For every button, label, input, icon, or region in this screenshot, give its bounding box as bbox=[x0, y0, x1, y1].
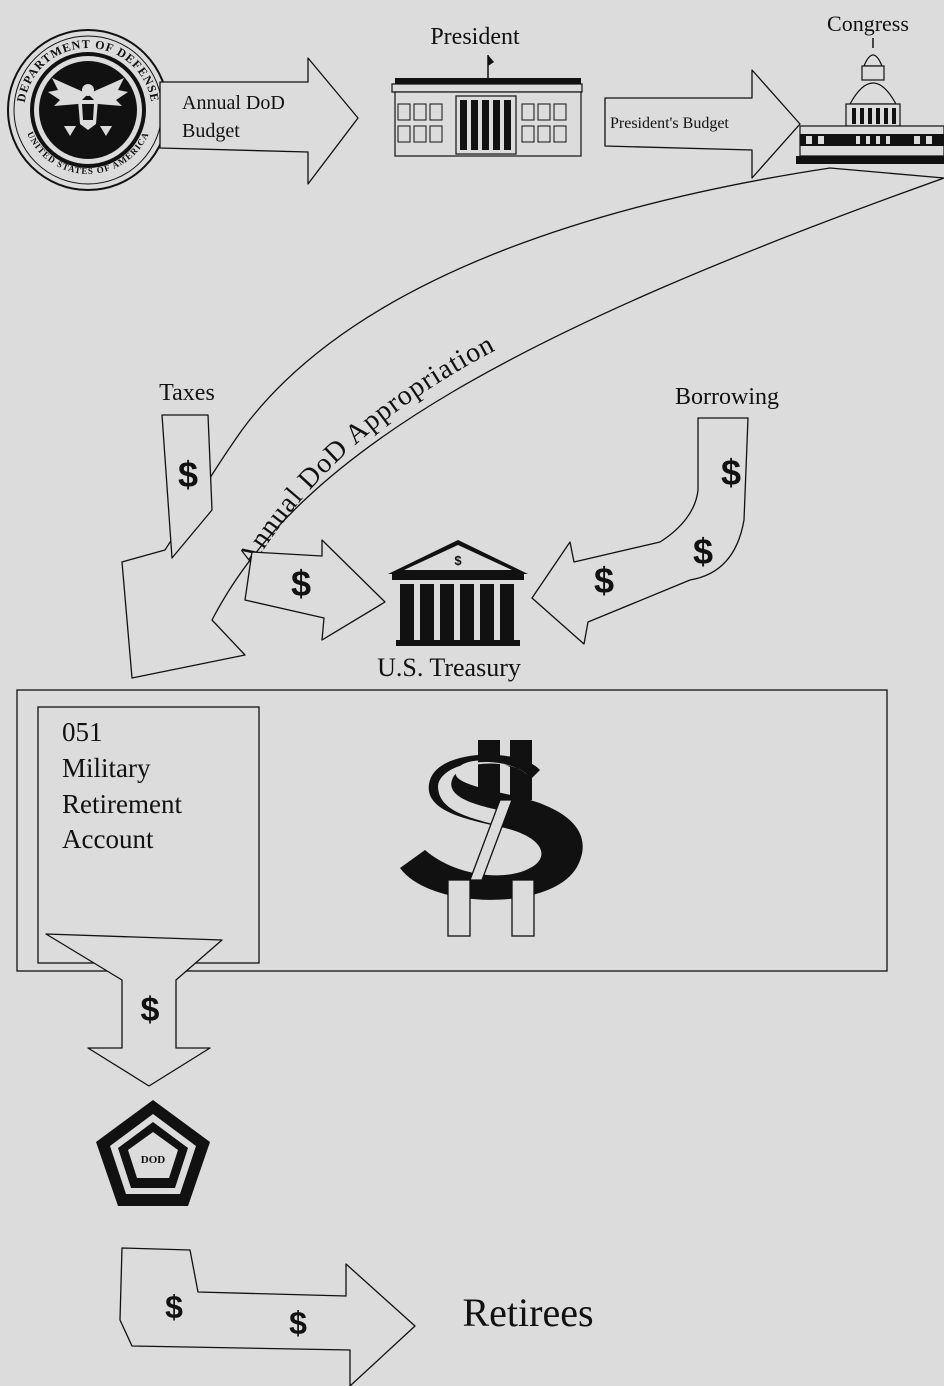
capitol-icon bbox=[796, 38, 944, 164]
retirees-label: Retirees bbox=[462, 1290, 593, 1335]
account-to-dod-arrow bbox=[45, 933, 223, 1087]
borrowing-flow-arrow bbox=[531, 417, 749, 645]
borrowing-label: Borrowing bbox=[675, 384, 779, 410]
pentagon-icon: DOD bbox=[96, 1100, 210, 1206]
us-treasury-label: U.S. Treasury bbox=[377, 653, 521, 682]
congress-label: Congress bbox=[827, 11, 909, 36]
retirees-dollar-icon-1: $ bbox=[165, 1289, 183, 1325]
account-number-label: 051 bbox=[62, 717, 103, 747]
eagle-icon bbox=[48, 78, 128, 139]
taxes-flow-arrow bbox=[161, 414, 213, 559]
white-house-icon bbox=[391, 55, 583, 157]
large-dollar-sign-icon bbox=[400, 740, 583, 937]
military-retirement-account-box bbox=[37, 706, 260, 964]
account-to-dod-dollar-icon: $ bbox=[141, 991, 160, 1029]
presidents-budget-arrow bbox=[604, 69, 801, 179]
taxes-dollar-icon: $ bbox=[178, 454, 198, 495]
annual-dod-appropriation-arrow bbox=[121, 167, 944, 679]
taxes-to-treasury-dollar-icon: $ bbox=[291, 563, 311, 604]
account-name-line3: Account bbox=[62, 824, 154, 854]
annual-dod-budget-arrow bbox=[159, 57, 359, 185]
annual-dod-budget-label-line1: Annual DoD bbox=[182, 92, 285, 114]
treasury-dollar-icon: $ bbox=[454, 553, 462, 568]
pentagon-label: DOD bbox=[141, 1154, 166, 1166]
dod-to-retirees-arrow bbox=[119, 1247, 416, 1386]
borrowing-dollar-icon-2: $ bbox=[693, 531, 713, 572]
presidents-budget-label: President's Budget bbox=[610, 115, 729, 132]
annual-dod-budget-label-line2: Budget bbox=[182, 120, 240, 142]
dod-seal-icon: DEPARTMENT OF DEFENSE UNITED STATES OF A… bbox=[7, 29, 169, 191]
treasury-building-icon: $ bbox=[388, 540, 528, 646]
taxes-label: Taxes bbox=[159, 380, 215, 406]
borrowing-dollar-icon-1: $ bbox=[721, 452, 741, 493]
account-name-line2: Retirement bbox=[62, 789, 182, 819]
president-label: President bbox=[430, 24, 520, 50]
retirees-dollar-icon-2: $ bbox=[289, 1305, 307, 1341]
taxes-to-treasury-arrow bbox=[244, 539, 386, 641]
treasury-account-box bbox=[16, 689, 888, 972]
borrowing-dollar-icon-3: $ bbox=[594, 560, 614, 601]
account-name-line1: Military bbox=[62, 753, 151, 783]
